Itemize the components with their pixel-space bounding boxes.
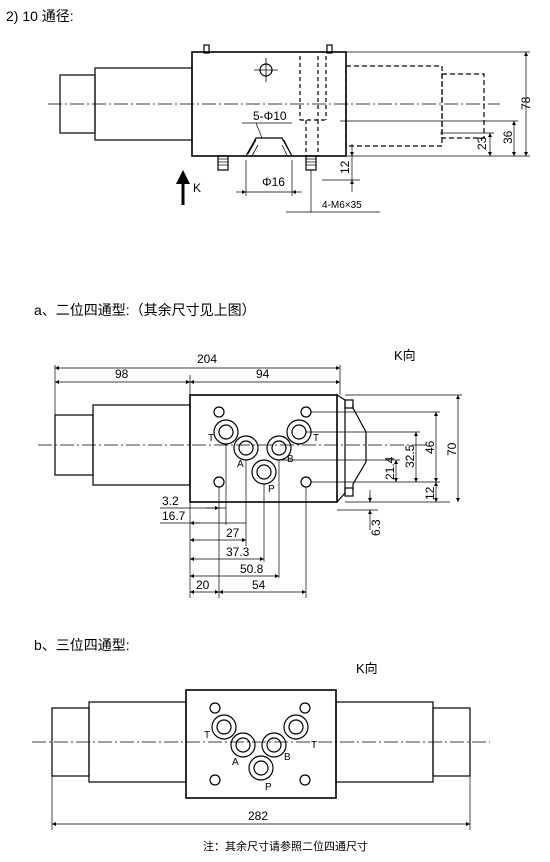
dim-94: 94	[256, 367, 270, 381]
section3-drawing	[32, 689, 490, 830]
port-label-p: P	[268, 484, 275, 495]
mount-hole-3	[213, 476, 225, 488]
top-bolt-right	[326, 44, 333, 54]
dim-70: 70	[445, 442, 459, 456]
section2-title: a、二位四通型:（其余尺寸见上图）	[34, 302, 256, 318]
mount-hole-3	[209, 774, 221, 786]
top-bolt-left	[203, 44, 210, 54]
port-label-t-left: T	[204, 730, 210, 741]
dim-phi16: Φ16	[262, 175, 285, 189]
mount-hole-1	[213, 406, 225, 418]
port-p	[248, 755, 274, 781]
dim-3-2: 3.2	[162, 494, 179, 508]
section3-k-view-label: K向	[356, 661, 378, 676]
footer-note: 注：其余尺寸请参照二位四通尺寸	[203, 841, 368, 853]
section2-k-view-label: K向	[394, 348, 416, 363]
k-view-arrow	[176, 170, 190, 205]
dim-46: 46	[423, 440, 437, 454]
dim-54: 54	[252, 578, 266, 592]
mount-hole-4	[300, 476, 312, 488]
dim-16-7: 16.7	[162, 509, 186, 523]
port-t-right	[283, 714, 309, 740]
section2-drawing	[38, 365, 462, 598]
dim-32-5: 32.5	[403, 444, 417, 468]
port-a	[233, 435, 259, 461]
mount-hole-2	[299, 702, 311, 714]
port-t-left	[213, 419, 239, 445]
k-arrow-label: K	[193, 181, 201, 195]
dim-21-4: 21.4	[383, 456, 397, 480]
dim-23: 23	[475, 136, 489, 150]
bottom-stud-left	[217, 155, 229, 171]
port-label-a: A	[237, 459, 244, 470]
section1-title: 2) 10 通径:	[6, 8, 74, 24]
dim-12-s2: 12	[423, 486, 437, 500]
dim-78: 78	[519, 96, 533, 110]
port-label-t-right: T	[313, 433, 319, 444]
dim-20: 20	[196, 578, 210, 592]
mount-hole-1	[209, 702, 221, 714]
dim-12: 12	[338, 160, 352, 174]
port-label-a: A	[232, 757, 239, 768]
port-label-b: B	[284, 752, 291, 763]
dim-50-8: 50.8	[240, 562, 264, 576]
port-p	[251, 459, 277, 485]
port-label-p: P	[265, 782, 272, 793]
mount-hole-2	[300, 406, 312, 418]
bottom-stud-right	[305, 155, 317, 171]
dim-4-m6x35: 4-M6×35	[322, 200, 362, 211]
dim-98: 98	[115, 367, 129, 381]
section1-drawing	[48, 44, 530, 213]
port-t-left	[211, 714, 237, 740]
solenoid-cap-right-dashed	[441, 73, 485, 139]
section3-title: b、三位四通型:	[34, 637, 130, 653]
port-label-b: B	[287, 454, 294, 465]
port-label-t-left: T	[208, 433, 214, 444]
dim-36: 36	[501, 130, 515, 144]
valve-body-top-view	[189, 394, 338, 503]
dim-6-3: 6.3	[369, 519, 383, 536]
mount-hole-4	[299, 774, 311, 786]
solenoid-right-dashed	[345, 65, 443, 147]
port-b	[261, 732, 287, 758]
dim-27: 27	[226, 526, 240, 540]
port-a	[230, 732, 256, 758]
port-label-t-right: T	[311, 740, 317, 751]
dim-204: 204	[197, 352, 217, 366]
dim-282: 282	[248, 809, 268, 823]
dim-37-3: 37.3	[226, 545, 250, 559]
dim-5-phi10: 5-Φ10	[253, 109, 287, 123]
